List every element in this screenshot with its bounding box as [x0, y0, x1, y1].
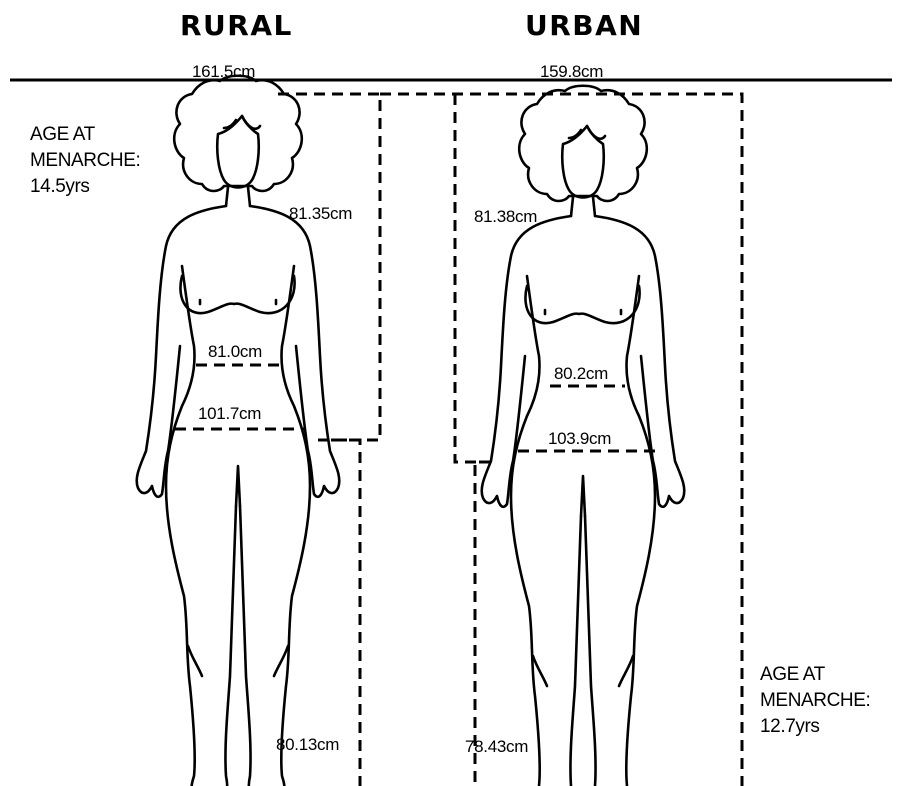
urban-header: URBAN	[525, 12, 643, 40]
urban-sitting-line	[455, 94, 490, 462]
urban-menarche-label-line1: AGE AT	[760, 662, 870, 688]
rural-menarche-value: 14.5yrs	[30, 174, 140, 200]
rural-sitting-height-label: 81.35cm	[289, 205, 352, 222]
rural-measure-lines	[175, 94, 380, 786]
urban-waist-label: 80.2cm	[554, 365, 608, 382]
urban-height-label: 159.8cm	[540, 63, 603, 80]
rural-waist-label: 81.0cm	[208, 343, 262, 360]
rural-figure	[137, 76, 340, 786]
urban-menarche-value: 12.7yrs	[760, 714, 870, 740]
rural-menarche-label-line2: MENARCHE:	[30, 148, 140, 174]
rural-menarche-label-line1: AGE AT	[30, 122, 140, 148]
rural-height-label: 161.5cm	[192, 63, 255, 80]
rural-header: RURAL	[180, 12, 293, 40]
urban-menarche-label-line2: MENARCHE:	[760, 688, 870, 714]
urban-sitting-height-label: 81.38cm	[474, 208, 537, 225]
urban-hip-label: 103.9cm	[548, 430, 611, 447]
urban-leg-length-label: 78.43cm	[465, 738, 528, 755]
rural-leg-length-label: 80.13cm	[276, 736, 339, 753]
rural-hip-label: 101.7cm	[198, 405, 261, 422]
rural-menarche-note: AGE AT MENARCHE: 14.5yrs	[30, 122, 140, 200]
urban-menarche-note: AGE AT MENARCHE: 12.7yrs	[760, 662, 870, 740]
